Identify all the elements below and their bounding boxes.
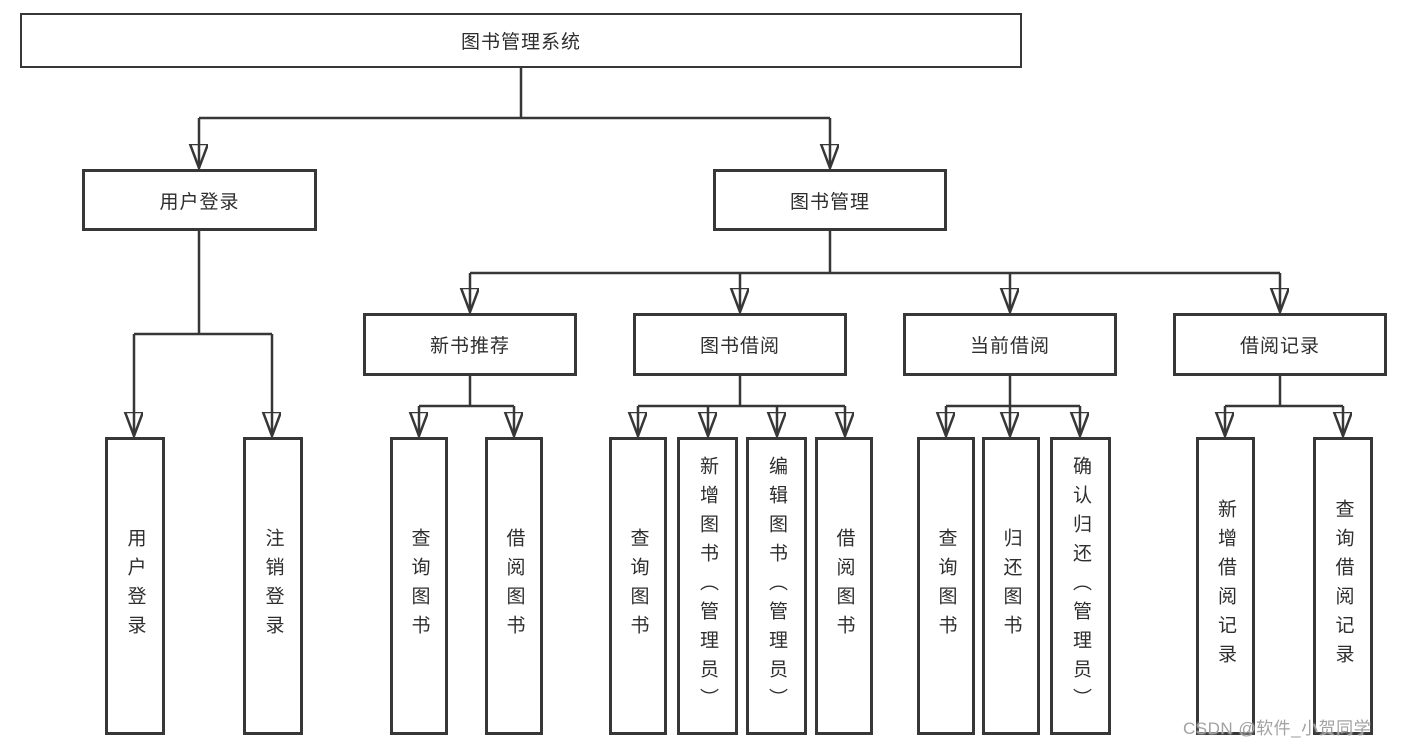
- node-leaf-confirm-return-admin-label: 确认归还（管理员）: [1070, 455, 1091, 717]
- node-library-management-system-label: 图书管理系统: [460, 32, 581, 53]
- node-leaf-add-books-admin: 新增图书（管理员）: [677, 437, 738, 735]
- node-book-borrowing: 图书借阅: [633, 313, 847, 376]
- node-leaf-query-books-recommend: 查询图书: [390, 437, 448, 735]
- node-new-book-recommend-label: 新书推荐: [429, 336, 510, 357]
- node-leaf-query-books-borrowing-label: 查询图书: [627, 528, 649, 644]
- node-current-borrowing: 当前借阅: [903, 313, 1117, 376]
- node-leaf-add-books-admin-label: 新增图书（管理员）: [697, 455, 718, 717]
- node-leaf-logout-label: 注销登录: [262, 528, 284, 644]
- node-leaf-add-borrow-record: 新增借阅记录: [1196, 437, 1255, 735]
- node-borrowing-records: 借阅记录: [1173, 313, 1387, 376]
- node-leaf-query-borrow-record: 查询借阅记录: [1313, 437, 1373, 735]
- node-leaf-add-borrow-record-label: 新增借阅记录: [1215, 499, 1236, 673]
- node-book-management-label: 图书管理: [789, 191, 870, 213]
- csdn-watermark: CSDN @软件_小贺同学: [1183, 719, 1372, 738]
- node-leaf-query-books-current: 查询图书: [917, 437, 975, 735]
- node-leaf-borrow-books: 借阅图书: [815, 437, 873, 735]
- node-book-borrowing-label: 图书借阅: [699, 336, 780, 357]
- node-borrowing-records-label: 借阅记录: [1239, 336, 1320, 357]
- node-library-management-system: 图书管理系统: [20, 13, 1022, 68]
- node-leaf-query-books-borrowing: 查询图书: [609, 437, 667, 735]
- node-leaf-user-login: 用户登录: [105, 437, 165, 735]
- node-new-book-recommend: 新书推荐: [363, 313, 577, 376]
- node-leaf-query-borrow-record-label: 查询借阅记录: [1332, 499, 1354, 673]
- node-book-management: 图书管理: [713, 169, 947, 231]
- node-current-borrowing-label: 当前借阅: [969, 336, 1050, 357]
- node-leaf-return-books-label: 归还图书: [1000, 528, 1022, 644]
- node-leaf-return-books: 归还图书: [982, 437, 1040, 735]
- node-leaf-edit-books-admin-label: 编辑图书（管理员）: [766, 455, 787, 717]
- node-user-login-label: 用户登录: [159, 191, 240, 213]
- node-user-login: 用户登录: [82, 169, 317, 231]
- node-leaf-confirm-return-admin: 确认归还（管理员）: [1050, 437, 1111, 735]
- node-leaf-logout: 注销登录: [243, 437, 303, 735]
- node-leaf-edit-books-admin: 编辑图书（管理员）: [746, 437, 807, 735]
- node-leaf-query-books-current-label: 查询图书: [935, 528, 957, 644]
- node-leaf-borrow-books-label: 借阅图书: [833, 528, 855, 644]
- node-leaf-borrow-books-recommend: 借阅图书: [485, 437, 543, 735]
- node-leaf-borrow-books-recommend-label: 借阅图书: [503, 528, 525, 644]
- node-leaf-user-login-label: 用户登录: [124, 528, 146, 644]
- node-leaf-query-books-recommend-label: 查询图书: [408, 528, 430, 644]
